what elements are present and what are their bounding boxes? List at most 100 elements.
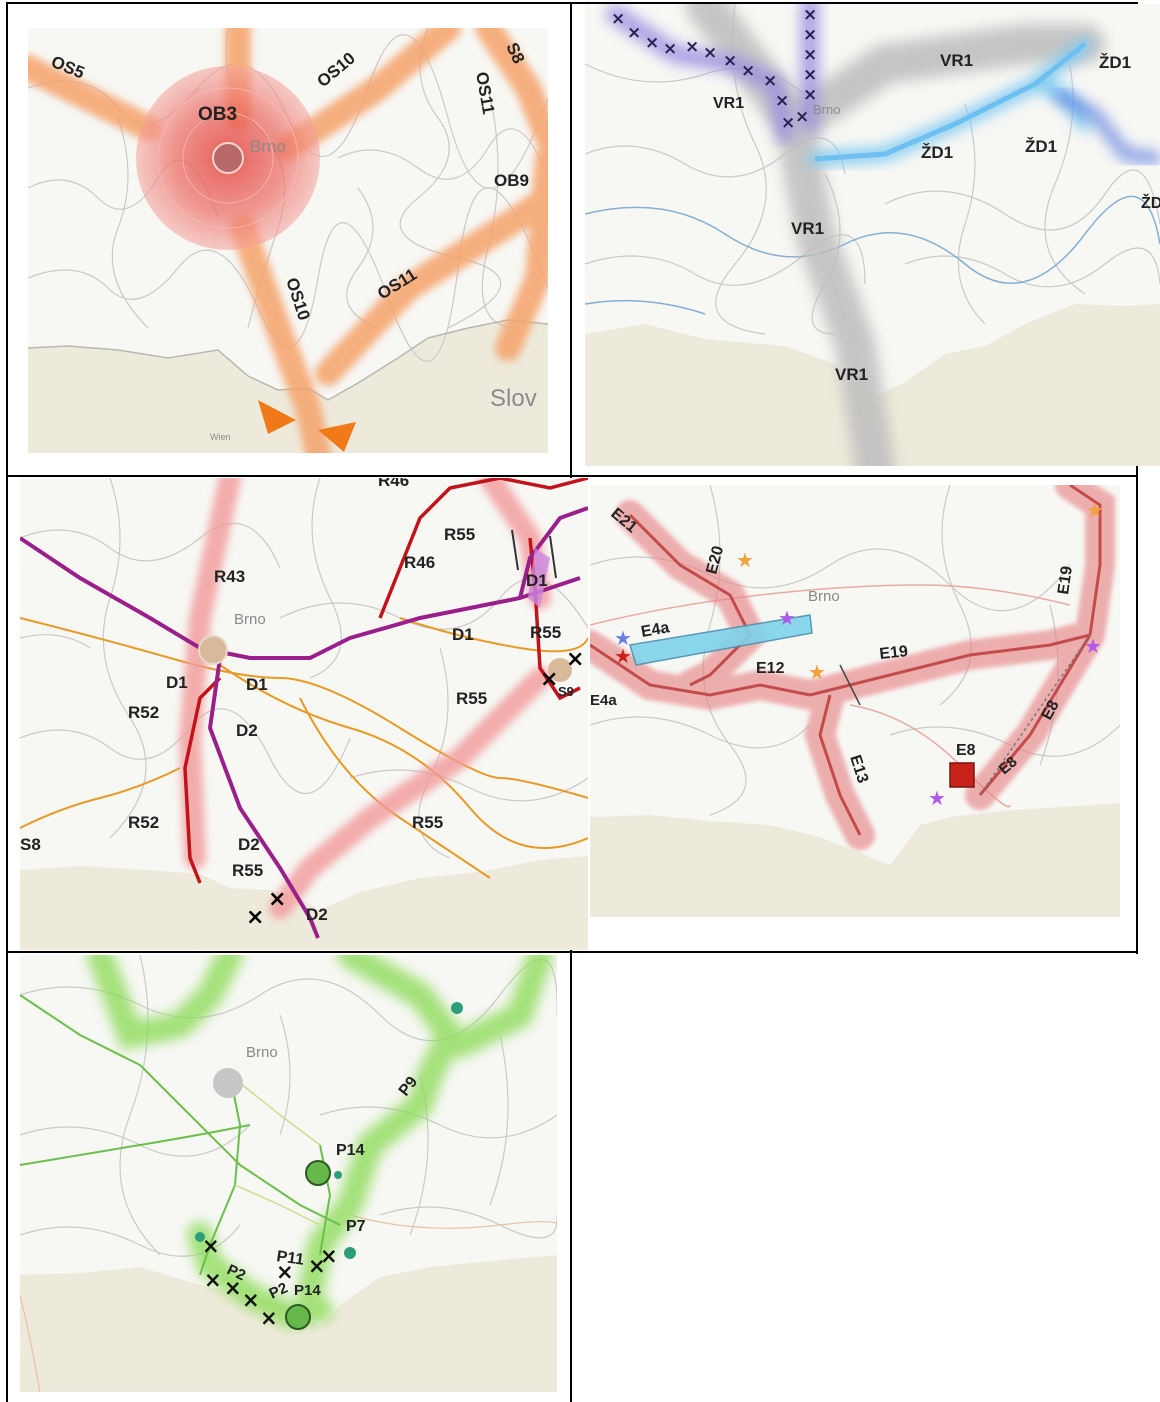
label-r46: R46: [404, 553, 435, 572]
svg-text:★: ★: [778, 606, 796, 630]
svg-text:×: ×: [685, 37, 699, 57]
svg-text:×: ×: [308, 1254, 326, 1278]
arrow-marker-right: [318, 422, 356, 452]
purple-roads: [20, 506, 588, 939]
label-e4a-a: E4a: [640, 619, 671, 641]
svg-text:×: ×: [775, 91, 789, 111]
grid-divider-row2: [6, 951, 1138, 953]
grid-border-top: [6, 2, 1138, 4]
austria-area: [28, 320, 548, 453]
label-d2-c: D2: [306, 905, 328, 924]
grid-border-right: [1136, 2, 1138, 954]
label-r46-top: R46: [378, 478, 409, 490]
label-d1-mid: D1: [452, 625, 474, 644]
svg-text:×: ×: [763, 71, 777, 91]
svg-text:×: ×: [268, 887, 286, 912]
dotted-line: [979, 634, 1091, 796]
label-zd1-d: ŽD1: [1141, 193, 1160, 212]
purple-corridor: [606, 4, 819, 143]
svg-text:×: ×: [540, 667, 558, 692]
svg-text:★: ★: [736, 548, 754, 572]
label-p2-b: P2: [267, 1279, 291, 1302]
svg-text:★: ★: [1086, 498, 1104, 522]
label-os11-right: OS11: [472, 70, 498, 115]
label-zd1-a: ŽD1: [1099, 53, 1131, 72]
orange-roads: [20, 617, 588, 879]
svg-text:×: ×: [611, 9, 625, 29]
svg-text:×: ×: [803, 25, 817, 45]
map-panel-5: Brno ×××× ×××× P9 P14 P7 P11 P2 P2 P14: [20, 955, 557, 1392]
label-e12: E12: [756, 660, 785, 677]
grid-divider-row1: [6, 475, 1138, 477]
label-p11: P11: [275, 1248, 305, 1269]
label-r55-mid: R55: [456, 689, 487, 708]
label-r43: R43: [214, 567, 245, 586]
label-vr1-c: VR1: [791, 219, 824, 238]
svg-text:★: ★: [614, 644, 632, 668]
svg-text:×: ×: [276, 1260, 294, 1284]
label-vr1-d: VR1: [835, 365, 868, 384]
austria-area: [590, 803, 1120, 917]
svg-text:×: ×: [741, 61, 755, 81]
label-zd1-b: ŽD1: [921, 143, 953, 162]
map-panel-4: Brno ★ ★ ★ ★ ★ ★ ★ ★ E21 E20 E4a E4a E12…: [590, 485, 1120, 917]
cross-markers: ×××× ××××: [202, 1234, 338, 1330]
svg-text:×: ×: [703, 43, 717, 63]
austria-area: [20, 856, 588, 950]
svg-text:×: ×: [803, 5, 817, 25]
vienna-label: Wien: [210, 432, 231, 442]
brno-label: Brno: [813, 102, 840, 117]
svg-text:×: ×: [202, 1234, 220, 1258]
map-panel-3: Brno ×××× R43 R46 R46 R55 D1 D1 R55 D1 D…: [20, 478, 588, 950]
label-r52-b: R52: [128, 813, 159, 832]
label-vr1-a: VR1: [940, 51, 973, 70]
district-boundaries: [20, 955, 557, 1257]
label-vr1-b: VR1: [713, 95, 744, 112]
svg-text:★: ★: [614, 626, 632, 650]
brno-marker: [213, 1068, 243, 1098]
cross-markers: ×××× ×××× ××× ××××××: [611, 5, 817, 133]
svg-text:×: ×: [320, 1244, 338, 1268]
dark-blue-corridor: [1052, 88, 1160, 165]
svg-text:×: ×: [204, 1268, 222, 1292]
brno-label: Brno: [808, 588, 840, 605]
hatch-line: [549, 535, 557, 579]
label-s8: S8: [20, 835, 41, 854]
purple-zone: [528, 548, 550, 608]
label-d1-b: D1: [246, 675, 268, 694]
label-e19-a: E19: [879, 643, 909, 663]
grid-border-left: [6, 2, 8, 1402]
cross-markers: ××××: [246, 647, 584, 930]
svg-text:×: ×: [260, 1306, 278, 1330]
svg-text:×: ×: [723, 51, 737, 71]
district-boundaries: [20, 478, 588, 859]
label-ob9: OB9: [494, 171, 529, 190]
label-ob3: OB3: [198, 104, 237, 125]
label-zd1-c: ŽD1: [1025, 137, 1057, 156]
label-p7: P7: [346, 1218, 366, 1235]
svg-text:×: ×: [663, 39, 677, 59]
label-e20: E20: [703, 544, 727, 576]
map-panel-1: Brno OB3 OS5 OS10 S8 OS11 OB9 OS10 OS11 …: [28, 28, 548, 453]
label-d1-a: D1: [166, 673, 188, 692]
brno-label: Brno: [250, 137, 286, 156]
label-d2-a: D2: [236, 721, 258, 740]
svg-text:×: ×: [627, 23, 641, 43]
label-d1-right: D1: [526, 571, 548, 590]
svg-text:×: ×: [803, 85, 817, 105]
e4a-cyan-corridor: [629, 614, 813, 666]
teal-dots: [195, 1002, 463, 1259]
label-r55-right: R55: [530, 623, 561, 642]
svg-text:×: ×: [803, 45, 817, 65]
svg-text:×: ×: [242, 1288, 260, 1312]
brno-label: Brno: [234, 611, 266, 628]
star-markers: ★ ★ ★ ★ ★ ★ ★ ★: [614, 498, 1104, 810]
svg-text:×: ×: [566, 647, 584, 672]
svg-text:×: ×: [645, 33, 659, 53]
brno-marker: [198, 635, 228, 665]
svg-text:×: ×: [246, 905, 264, 930]
map-panel-2: ×××× ×××× ××× ×××××× Brno VR1 VR1 VR1 VR…: [585, 4, 1160, 466]
arrow-marker-left: [258, 400, 296, 434]
label-p14-a: P14: [336, 1142, 365, 1159]
label-r52-a: R52: [128, 703, 159, 722]
